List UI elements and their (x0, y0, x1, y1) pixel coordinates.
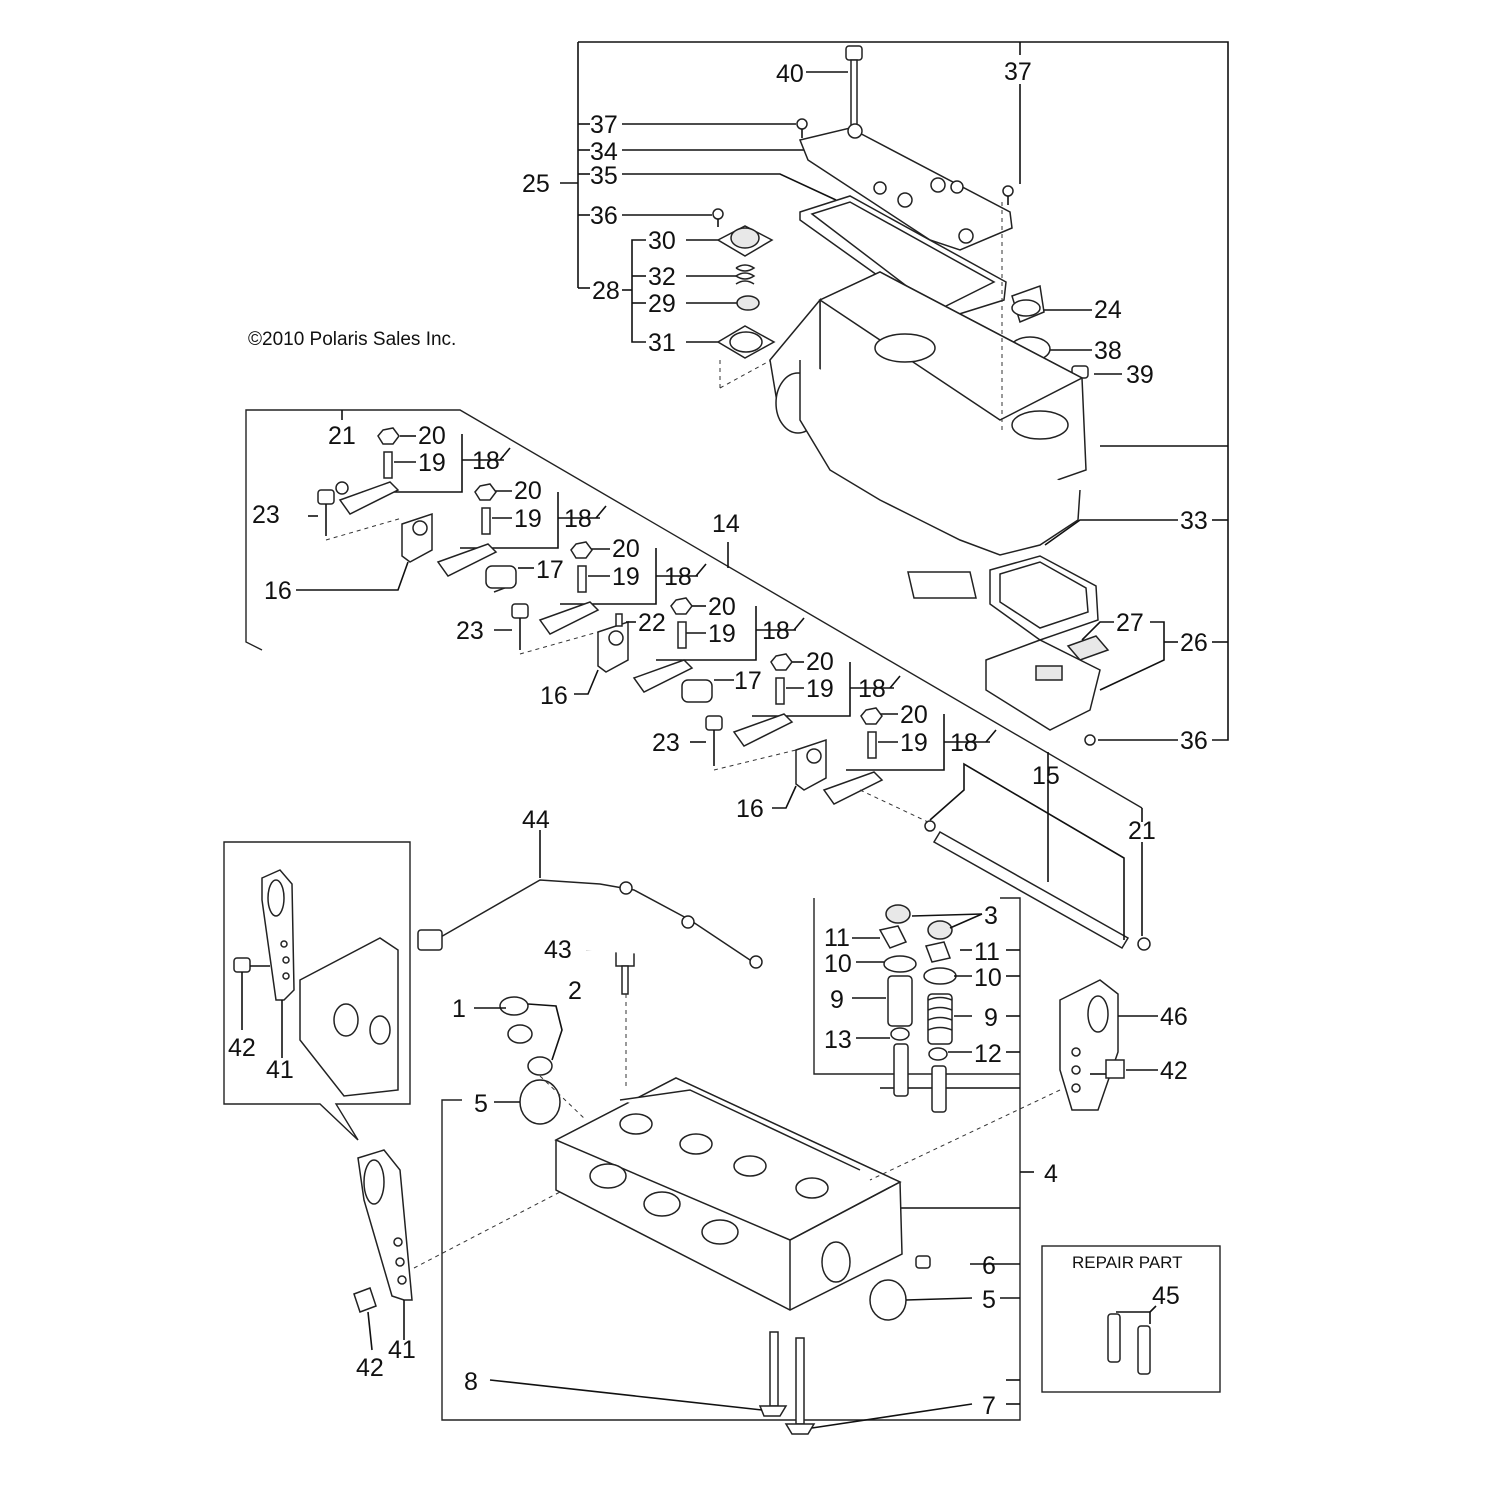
callout-16: 16 (736, 795, 764, 823)
callout-42: 42 (228, 1034, 256, 1062)
callout-5: 5 (474, 1090, 488, 1118)
callout-36: 36 (590, 202, 618, 230)
callout-37: 37 (590, 111, 618, 139)
callout-6: 6 (982, 1252, 996, 1280)
callout-28: 28 (592, 277, 620, 305)
repair-part-title: REPAIR PART (1072, 1253, 1183, 1272)
callout-37: 37 (1004, 58, 1032, 86)
callout-13: 13 (824, 1026, 852, 1054)
callout-19: 19 (612, 563, 640, 591)
callout-18: 18 (858, 675, 886, 703)
callout-23: 23 (252, 501, 280, 529)
callout-16: 16 (264, 577, 292, 605)
callout-35: 35 (590, 162, 618, 190)
callout-40: 40 (776, 60, 804, 88)
callout-3: 3 (984, 902, 998, 930)
callout-11: 11 (974, 938, 1000, 966)
callout-20: 20 (708, 593, 736, 621)
callout-1: 1 (452, 995, 466, 1023)
callout-24: 24 (1094, 296, 1122, 324)
copyright-text: ©2010 Polaris Sales Inc. (248, 329, 456, 350)
callout-10: 10 (824, 950, 852, 978)
callout-9: 9 (984, 1004, 998, 1032)
callout-26: 26 (1180, 629, 1208, 657)
callout-4: 4 (1044, 1160, 1058, 1188)
callout-31: 31 (648, 329, 676, 357)
callout-11: 11 (824, 924, 850, 952)
callout-18: 18 (762, 617, 790, 645)
callout-46: 46 (1160, 1003, 1188, 1031)
callout-23: 23 (456, 617, 484, 645)
callout-19: 19 (418, 449, 446, 477)
callout-42: 42 (356, 1354, 384, 1382)
callout-42: 42 (1160, 1057, 1188, 1085)
callout-2: 2 (568, 977, 582, 1005)
callout-9: 9 (830, 986, 844, 1014)
callout-21: 21 (328, 422, 356, 450)
callout-18: 18 (950, 729, 978, 757)
callout-8: 8 (464, 1368, 478, 1396)
callout-45: 45 (1152, 1282, 1180, 1310)
valve-cover-group (560, 41, 1229, 746)
callout-17: 17 (536, 556, 564, 584)
callout-23: 23 (652, 729, 680, 757)
callout-17: 17 (734, 667, 762, 695)
callout-16: 16 (540, 682, 568, 710)
callout-27: 27 (1116, 609, 1144, 637)
callout-20: 20 (612, 535, 640, 563)
callout-18: 18 (564, 505, 592, 533)
callout-36: 36 (1180, 727, 1208, 755)
callout-32: 32 (648, 263, 676, 291)
callout-15: 15 (1032, 762, 1060, 790)
callout-21: 21 (1128, 817, 1156, 845)
callout-33: 33 (1180, 507, 1208, 535)
callout-19: 19 (514, 505, 542, 533)
callout-7: 7 (982, 1392, 996, 1420)
callout-20: 20 (900, 701, 928, 729)
rocker-arm-group (245, 409, 1151, 951)
callout-18: 18 (472, 447, 500, 475)
callout-34: 34 (590, 138, 618, 166)
callout-30: 30 (648, 227, 676, 255)
callout-25: 25 (522, 170, 550, 198)
callout-22: 22 (638, 609, 666, 637)
callout-10: 10 (974, 964, 1002, 992)
callout-18: 18 (664, 563, 692, 591)
callout-29: 29 (648, 290, 676, 318)
callout-43: 43 (544, 936, 572, 964)
callout-19: 19 (708, 620, 736, 648)
callout-44: 44 (522, 806, 550, 834)
callout-20: 20 (418, 422, 446, 450)
callout-41: 41 (388, 1336, 416, 1364)
callout-19: 19 (806, 675, 834, 703)
callout-39: 39 (1126, 361, 1154, 389)
callout-20: 20 (806, 648, 834, 676)
cylinder-head-group (223, 830, 1221, 1435)
callout-5: 5 (982, 1286, 996, 1314)
callout-20: 20 (514, 477, 542, 505)
callout-41: 41 (266, 1056, 294, 1084)
callout-38: 38 (1094, 337, 1122, 365)
callout-19: 19 (900, 729, 928, 757)
callout-12: 12 (974, 1040, 1002, 1068)
callout-14: 14 (712, 510, 740, 538)
